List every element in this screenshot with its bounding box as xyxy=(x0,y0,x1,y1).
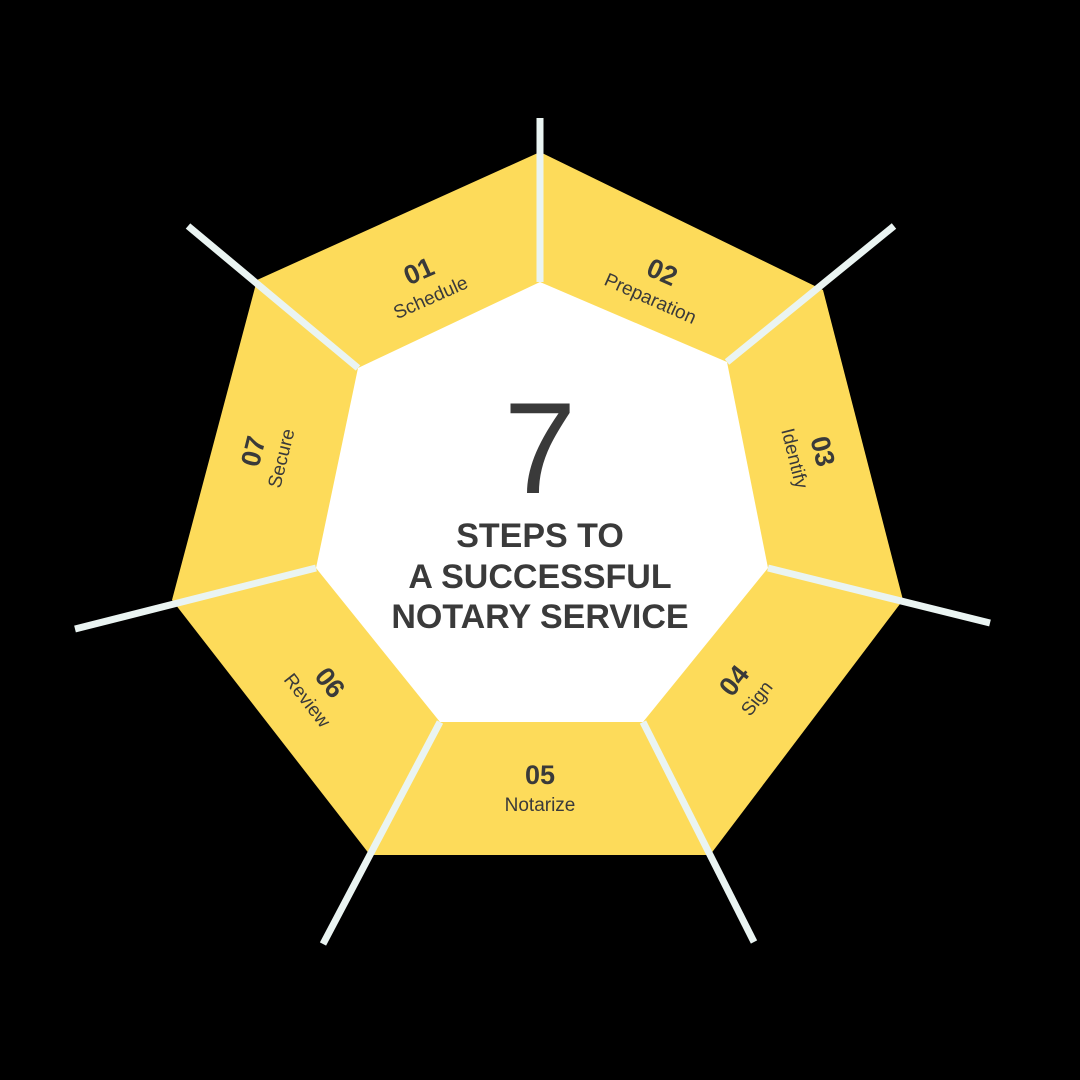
center-heptagon xyxy=(316,282,768,722)
divider-upper-right xyxy=(724,223,897,365)
divider-upper-left xyxy=(185,223,361,371)
center-big-number: 7 xyxy=(504,375,576,521)
divider-lower-left xyxy=(319,720,444,946)
step-number: 03 xyxy=(804,433,840,469)
center-title-line-1: STEPS TO xyxy=(456,517,624,555)
step-label: Notarize xyxy=(505,795,576,816)
step-number: 07 xyxy=(235,433,271,469)
step-05: 05 Notarize xyxy=(505,760,576,816)
divider-lower-right xyxy=(639,720,758,944)
step-number: 05 xyxy=(525,760,555,790)
center-title-line-3: NOTARY SERVICE xyxy=(391,598,688,636)
divider-right xyxy=(767,564,991,627)
center-title-line-2: A SUCCESSFUL xyxy=(408,558,671,596)
divider-left xyxy=(74,564,317,633)
divider-lines xyxy=(74,118,991,946)
